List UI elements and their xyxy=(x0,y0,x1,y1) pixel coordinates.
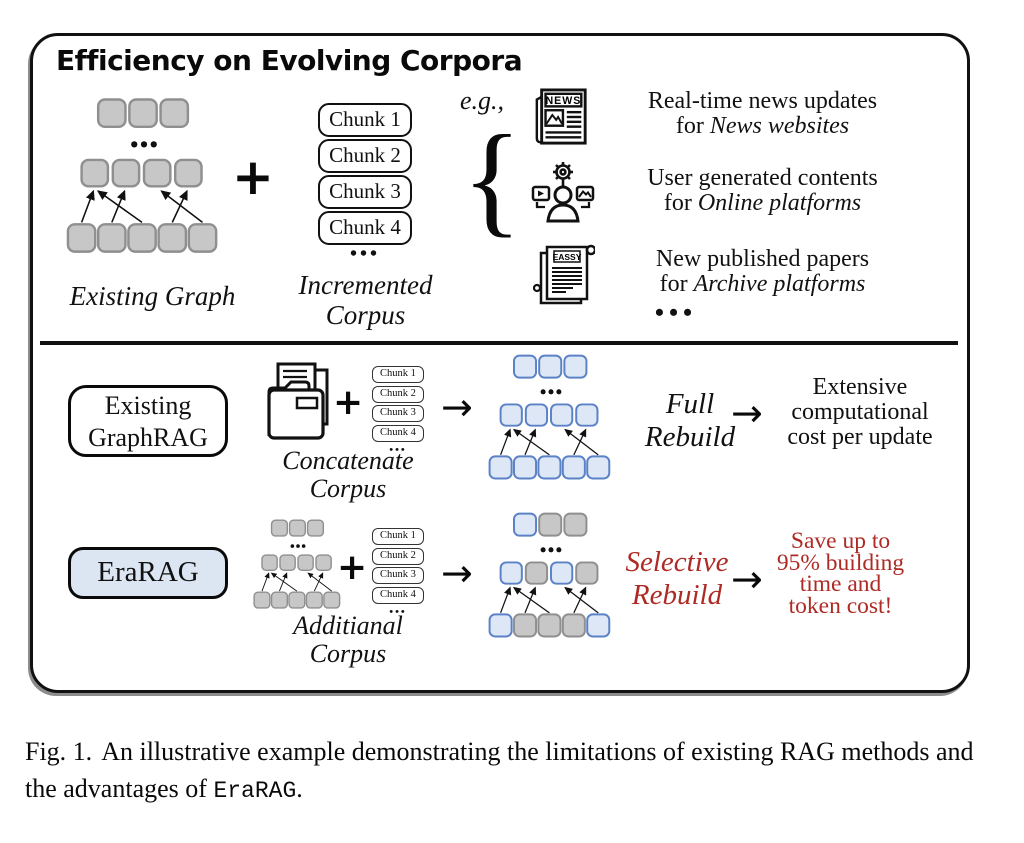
outcome-line: time and xyxy=(799,571,882,597)
svg-text:NEWS: NEWS xyxy=(546,95,582,107)
method-label-line: GraphRAG xyxy=(88,423,208,452)
mini-chunk-stack-row2: Chunk 1 Chunk 2 Chunk 3 Chunk 4 xyxy=(372,528,424,606)
example-ugc-text: User generated contents for Online platf… xyxy=(610,166,915,216)
example-line2: for News websites xyxy=(675,113,850,139)
label-line: Concatenate xyxy=(282,446,414,475)
process-line: Selective xyxy=(625,546,729,578)
eg-label: e.g., xyxy=(460,86,505,115)
example-papers-text: New published papers for Archive platfor… xyxy=(610,247,915,297)
erarag-box: EraRAG xyxy=(68,547,228,599)
label-line: Incremented xyxy=(298,270,433,300)
caption-code: EraRAG xyxy=(213,778,297,804)
example-line1: New published papers xyxy=(655,246,870,272)
outcome-line: token cost! xyxy=(788,592,893,619)
full-rebuild-label: Full Rebuild xyxy=(635,388,745,454)
label-line: Corpus xyxy=(309,474,387,503)
section-divider xyxy=(40,341,958,345)
figure-caption: Fig. 1.An illustrative example demonstra… xyxy=(25,733,1010,810)
outcome-line: cost per update xyxy=(787,424,933,450)
label-line: Additianal xyxy=(293,611,403,640)
arrow-row1-b: → xyxy=(731,391,763,435)
concatenate-corpus-label: Concatenate Corpus xyxy=(248,447,448,503)
caption-text: . xyxy=(296,774,303,803)
arrow-row2-b: → xyxy=(731,557,763,601)
selective-rebuild-label: Selective Rebuild xyxy=(612,546,742,612)
plus-sign-row1: + xyxy=(333,382,364,423)
incremented-corpus-chunk-stack: Chunk 1 Chunk 2 Chunk 3 Chunk 4 xyxy=(318,103,412,247)
incremented-corpus-label: Incremented Corpus xyxy=(283,270,448,330)
erarag-outcome-text: Save up to 95% building time and token c… xyxy=(768,528,913,619)
chunk-item: Chunk 3 xyxy=(318,175,412,209)
essay-icon: EASSY xyxy=(533,243,595,307)
process-line: Rebuild xyxy=(644,421,736,453)
chunk-item: Chunk 2 xyxy=(372,547,424,565)
chunk-item: Chunk 3 xyxy=(372,567,424,584)
existing-graphrag-box: Existing GraphRAG xyxy=(68,385,228,457)
existing-graph-label: Existing Graph xyxy=(69,281,236,311)
example-line2: for Online platforms xyxy=(663,190,862,216)
svg-text:EASSY: EASSY xyxy=(553,252,582,262)
additional-corpus-label: Additianal Corpus xyxy=(248,612,448,668)
arrow-row1-a: → xyxy=(441,385,473,429)
chunk-item: Chunk 4 xyxy=(318,211,412,245)
chunk-item: Chunk 4 xyxy=(372,586,424,604)
chunk-item: Chunk 1 xyxy=(372,366,424,383)
example-line1: Real-time news updates xyxy=(647,88,878,114)
plus-sign-row2: + xyxy=(337,547,368,588)
existing-outcome-text: Extensive computational cost per update xyxy=(770,375,950,450)
chunk-item: Chunk 2 xyxy=(318,139,412,173)
arrow-row2-a: → xyxy=(441,551,473,595)
outcome-line: Extensive xyxy=(812,374,908,400)
existing-graph-diagram xyxy=(66,98,218,253)
chunk-item: Chunk 3 xyxy=(372,405,424,422)
outcome-line: 95% building xyxy=(776,549,905,576)
mini-stack-ellipsis: ••• xyxy=(389,444,407,456)
chunk-item: Chunk 2 xyxy=(372,385,424,403)
example-news-text: Real-time news updates for News websites xyxy=(610,89,915,139)
folder-icon xyxy=(265,362,337,444)
label-line: Corpus xyxy=(325,300,406,330)
outcome-line: computational xyxy=(791,399,929,425)
additional-corpus-graph-diagram xyxy=(253,519,341,609)
full-rebuild-graph-diagram xyxy=(488,354,611,480)
examples-ellipsis: ••• xyxy=(654,298,698,327)
chunk-item: Chunk 1 xyxy=(372,528,424,545)
brace-glyph: { xyxy=(462,111,522,249)
newspaper-icon: NEWS xyxy=(532,86,590,148)
mini-chunk-stack-row1: Chunk 1 Chunk 2 Chunk 3 Chunk 4 xyxy=(372,366,424,444)
selective-rebuild-graph-diagram xyxy=(488,512,611,638)
panel-title: Efficiency on Evolving Corpora xyxy=(56,44,523,77)
chunk-stack-ellipsis: ••• xyxy=(349,243,380,265)
process-line: Rebuild xyxy=(631,579,723,611)
example-line2: for Archive platforms xyxy=(659,271,866,297)
example-line1: User generated contents xyxy=(647,165,878,191)
user-content-icon xyxy=(531,159,595,227)
mini-stack-ellipsis: ••• xyxy=(389,606,407,618)
chunk-item: Chunk 4 xyxy=(372,424,424,442)
caption-text: An illustrative example demonstrating th… xyxy=(25,737,974,803)
caption-fig-label: Fig. 1. xyxy=(25,737,93,766)
plus-sign-top: + xyxy=(232,148,274,206)
method-label: EraRAG xyxy=(97,556,199,588)
outcome-line: Save up to xyxy=(790,528,891,554)
label-line: Corpus xyxy=(309,639,387,668)
process-line: Full xyxy=(665,388,715,420)
chunk-item: Chunk 1 xyxy=(318,103,412,137)
method-label-line: Existing xyxy=(104,391,192,420)
